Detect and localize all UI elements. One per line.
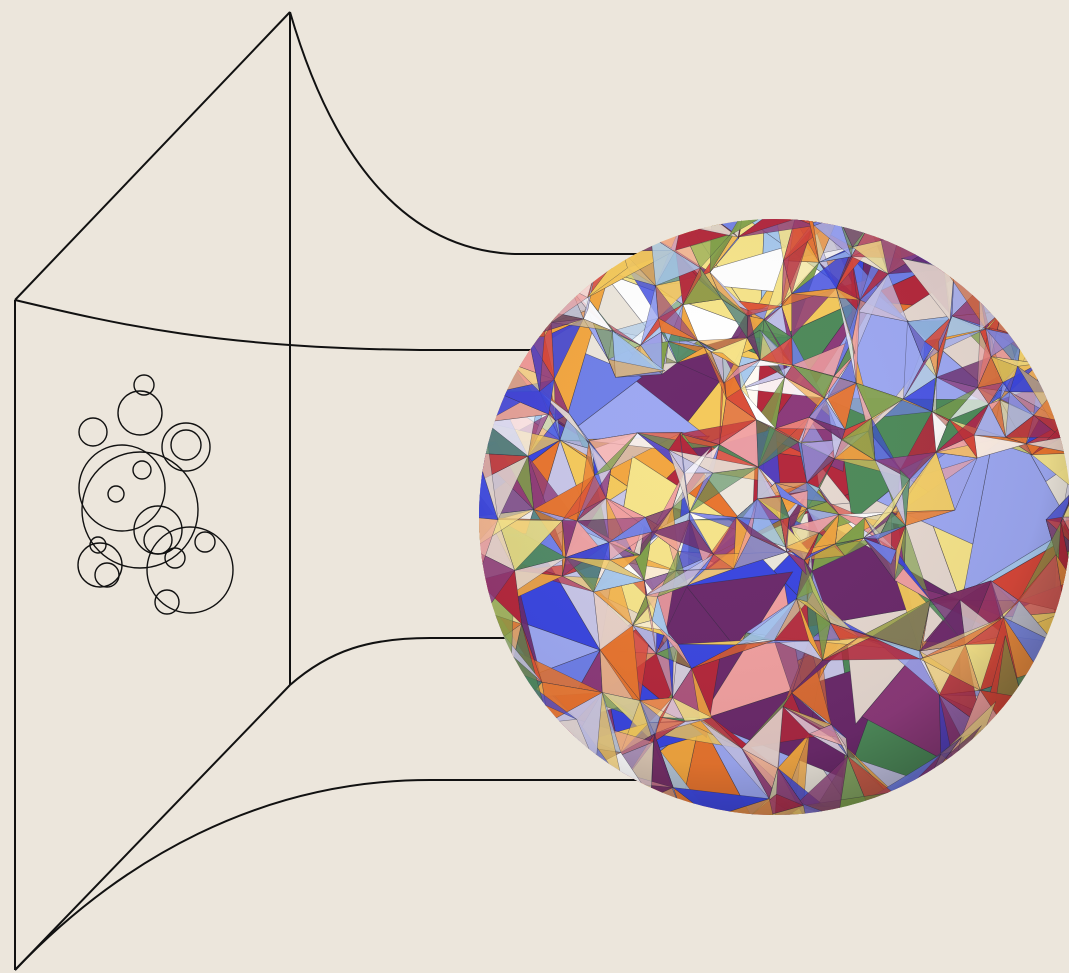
- packing-circle: [171, 430, 201, 460]
- sphere-facet: [712, 210, 775, 217]
- sphere-facet: [472, 485, 477, 581]
- sphere-facet: [470, 453, 477, 517]
- sphere-facet: [795, 212, 838, 219]
- sphere-facet: [712, 817, 775, 824]
- circle-packing-pattern: [78, 375, 233, 614]
- packing-circle: [118, 391, 162, 435]
- packing-circle: [155, 590, 179, 614]
- bottom-sweep-curve: [15, 780, 640, 970]
- top-diagonal-edge: [15, 12, 290, 300]
- sphere-facet: [807, 212, 839, 223]
- packing-circle: [82, 452, 198, 568]
- sphere-facet: [775, 210, 807, 219]
- sphere-facet: [472, 453, 477, 549]
- sphere-facet: [470, 485, 472, 549]
- sphere-facet: [743, 822, 807, 824]
- packing-circle: [144, 526, 172, 554]
- sphere-facet: [470, 517, 477, 581]
- sphere-facet: [869, 225, 899, 237]
- top-cusp-curve: [290, 12, 640, 254]
- bottom-diagonal-edge: [15, 685, 290, 970]
- lower-inner-curve: [290, 638, 510, 685]
- upper-horizon-curve: [15, 300, 535, 350]
- packing-circle: [108, 486, 124, 502]
- sphere-shading: [479, 219, 1069, 815]
- sphere-facet: [470, 453, 477, 581]
- packing-circle: [195, 532, 215, 552]
- packing-circle: [95, 563, 119, 587]
- packing-circle: [133, 461, 151, 479]
- sphere-facet: [775, 817, 838, 824]
- sphere-facet: [775, 210, 838, 217]
- packing-circle: [79, 418, 107, 446]
- sphere-facet: [743, 210, 807, 212]
